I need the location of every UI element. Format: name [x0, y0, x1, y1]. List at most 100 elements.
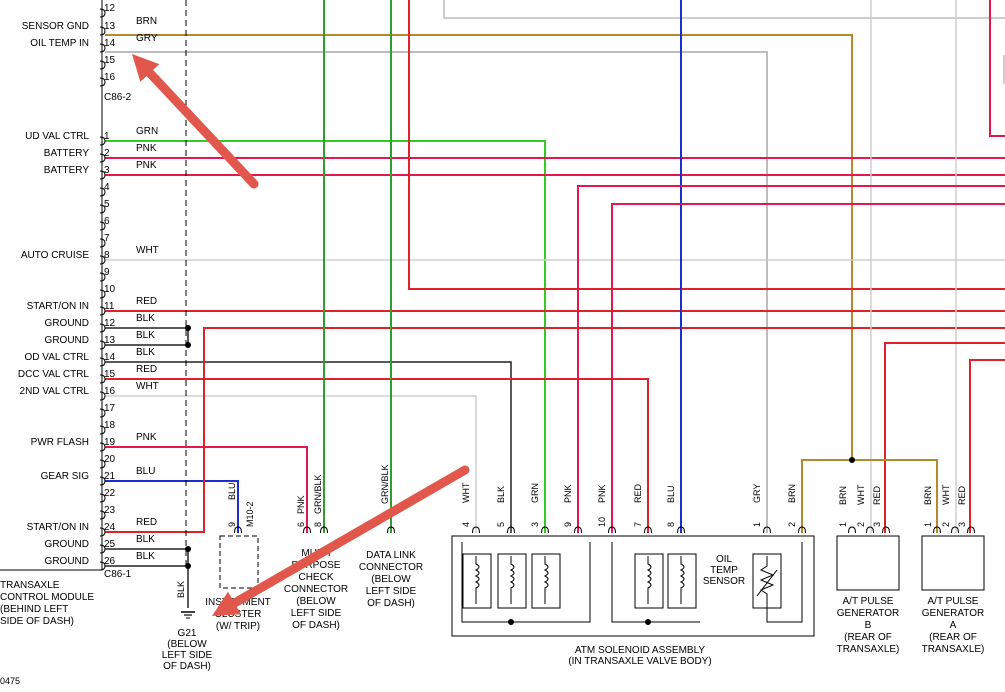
main-pin-12-signal: GROUND — [45, 318, 89, 329]
dlc-name-line: LEFT SIDE — [366, 586, 417, 597]
solenoid-pin-9-wire-color: PNK — [563, 484, 573, 503]
main-pin-9-socket — [99, 272, 106, 282]
main-pin-11-socket — [99, 306, 106, 316]
solenoid-pin-8-wire-color: BLU — [666, 485, 676, 503]
solenoid-pin-7-wire-color: RED — [633, 483, 643, 503]
solenoid-pin-10-wire-color: PNK — [597, 484, 607, 503]
wire-2nd-val-wht — [105, 395, 477, 533]
module-name-line: TRANSAXLE — [0, 580, 60, 591]
main-pin-22-socket — [99, 493, 106, 503]
annotation-arrow-ground-head — [212, 591, 242, 616]
main-pin-6-number: 6 — [104, 216, 110, 227]
solenoid-internal-bus-1 — [461, 542, 591, 623]
pulse-gen-a-wire-color: RED — [957, 485, 967, 505]
mpc-pin-number: 8 — [313, 522, 323, 527]
main-pin-15-number: 15 — [104, 369, 116, 380]
pulse-gen-b-name-line: GENERATOR — [837, 608, 899, 619]
main-pin-11-number: 11 — [104, 301, 115, 312]
main-pin-6-socket — [99, 221, 106, 231]
connector-c86-1: C86-1 — [104, 569, 132, 580]
top-pin-14-socket — [99, 43, 106, 53]
main-pin-4-socket — [99, 187, 106, 197]
main-pin-26-number: 26 — [104, 556, 116, 567]
main-pin-12-number: 12 — [104, 318, 116, 329]
main-pin-22-number: 22 — [104, 488, 116, 499]
wire-pulse-gen-brn-split — [801, 459, 938, 533]
main-pin-17-socket — [99, 408, 106, 418]
main-pin-7-number: 7 — [104, 233, 110, 244]
pulse-gen-b-pin-number: 3 — [872, 522, 882, 527]
brn-junction-dot — [849, 457, 855, 463]
main-pin-3-socket — [99, 170, 106, 180]
top-pin-16-number: 16 — [104, 72, 116, 83]
top-pin-14-number: 14 — [104, 38, 116, 49]
main-pin-24-socket — [99, 527, 106, 537]
solenoid-pin-cap — [763, 526, 771, 534]
pulse-gen-a-pin-number: 2 — [941, 522, 951, 527]
main-pin-13-signal: GROUND — [45, 335, 89, 346]
top-pin-16-socket — [99, 77, 106, 87]
wire-right-pnk — [989, 0, 1005, 137]
main-pin-26-socket — [99, 561, 106, 571]
main-pin-1-wire-color: GRN — [136, 126, 158, 137]
main-pin-2-wire-color: PNK — [136, 143, 157, 154]
pulse-gen-b-name-line: B — [865, 620, 872, 631]
components — [0, 0, 985, 637]
solenoid-coil-blu-box — [667, 553, 697, 609]
main-pin-23-socket — [99, 510, 106, 520]
solenoid-pin-cap — [574, 526, 582, 534]
top-pin-13-number: 13 — [104, 21, 116, 32]
annotation-arrow-oil-temp-head — [132, 54, 160, 82]
solenoid-pin-9-number: 9 — [563, 522, 573, 527]
main-pin-13-number: 13 — [104, 335, 116, 346]
top-pin-13-wire-color: BRN — [136, 16, 157, 27]
pulse-gen-a-name-line: A — [950, 620, 957, 631]
solenoid-pin-cap — [472, 526, 480, 534]
connector-c86-2: C86-2 — [104, 92, 132, 103]
arrows — [132, 54, 470, 616]
main-pin-25-number: 25 — [104, 539, 116, 550]
module-box — [0, 0, 103, 571]
annotation-arrow-oil-temp — [132, 54, 259, 189]
solenoid-coil-2nd-coil — [474, 556, 480, 604]
main-pin-15-signal: DCC VAL CTRL — [18, 369, 90, 380]
wire-od-val-blk — [105, 361, 512, 533]
cluster-name-line: CLUSTER — [215, 609, 262, 620]
mpc-pin-number: 6 — [296, 522, 306, 527]
oil-temp-sensor-thermistor-arrow — [756, 569, 778, 597]
main-pin-2-socket — [99, 153, 106, 163]
pulse-gen-a-pin-cap — [933, 526, 941, 534]
solenoid-pin-4-number: 4 — [461, 522, 471, 527]
module-name-line: (BEHIND LEFT — [0, 604, 68, 615]
main-pin-11-wire-color: RED — [136, 296, 157, 307]
main-pin-19-wire-color: PNK — [136, 432, 157, 443]
ground-junction-dot — [185, 563, 191, 569]
solenoid-pin-10-number: 10 — [597, 517, 607, 527]
main-pin-16-signal: 2ND VAL CTRL — [20, 386, 90, 397]
pulse-gen-b-name-line: (REAR OF — [844, 632, 892, 643]
pulse-gen-a-pin-cap — [967, 526, 975, 534]
instrument-cluster-box — [219, 535, 259, 589]
ground-junction-dot — [185, 546, 191, 552]
dlc-wire-color: GRN/BLK — [380, 464, 390, 504]
main-pin-26-signal: GROUND — [45, 556, 89, 567]
oil-temp-sensor-label: TEMP — [710, 565, 738, 576]
main-pin-16-socket — [99, 391, 106, 401]
main-pin-7-socket — [99, 238, 106, 248]
ground-name-line: (BELOW — [167, 639, 207, 650]
main-pin-1-number: 1 — [104, 131, 110, 142]
solenoid-pin-cap — [677, 526, 685, 534]
main-pin-25-socket — [99, 544, 106, 554]
main-pin-26-wire-color: BLK — [136, 551, 155, 562]
main-pin-13-socket — [99, 340, 106, 350]
pulse-gen-a-box — [921, 535, 985, 591]
main-pin-8-wire-color: WHT — [136, 245, 159, 256]
oil-temp-sensor-label: SENSOR — [703, 576, 745, 587]
wire-dcc-val-red — [105, 378, 649, 533]
top-pin-14-signal: OIL TEMP IN — [30, 38, 89, 49]
pulse-gen-b-pin-cap — [882, 526, 890, 534]
wire-oil-temp-gry — [105, 51, 768, 533]
pulse-gen-a-name-line: (REAR OF — [929, 632, 977, 643]
solenoid-coil-ud-box — [531, 553, 561, 609]
solenoid-pin-cap — [798, 526, 806, 534]
